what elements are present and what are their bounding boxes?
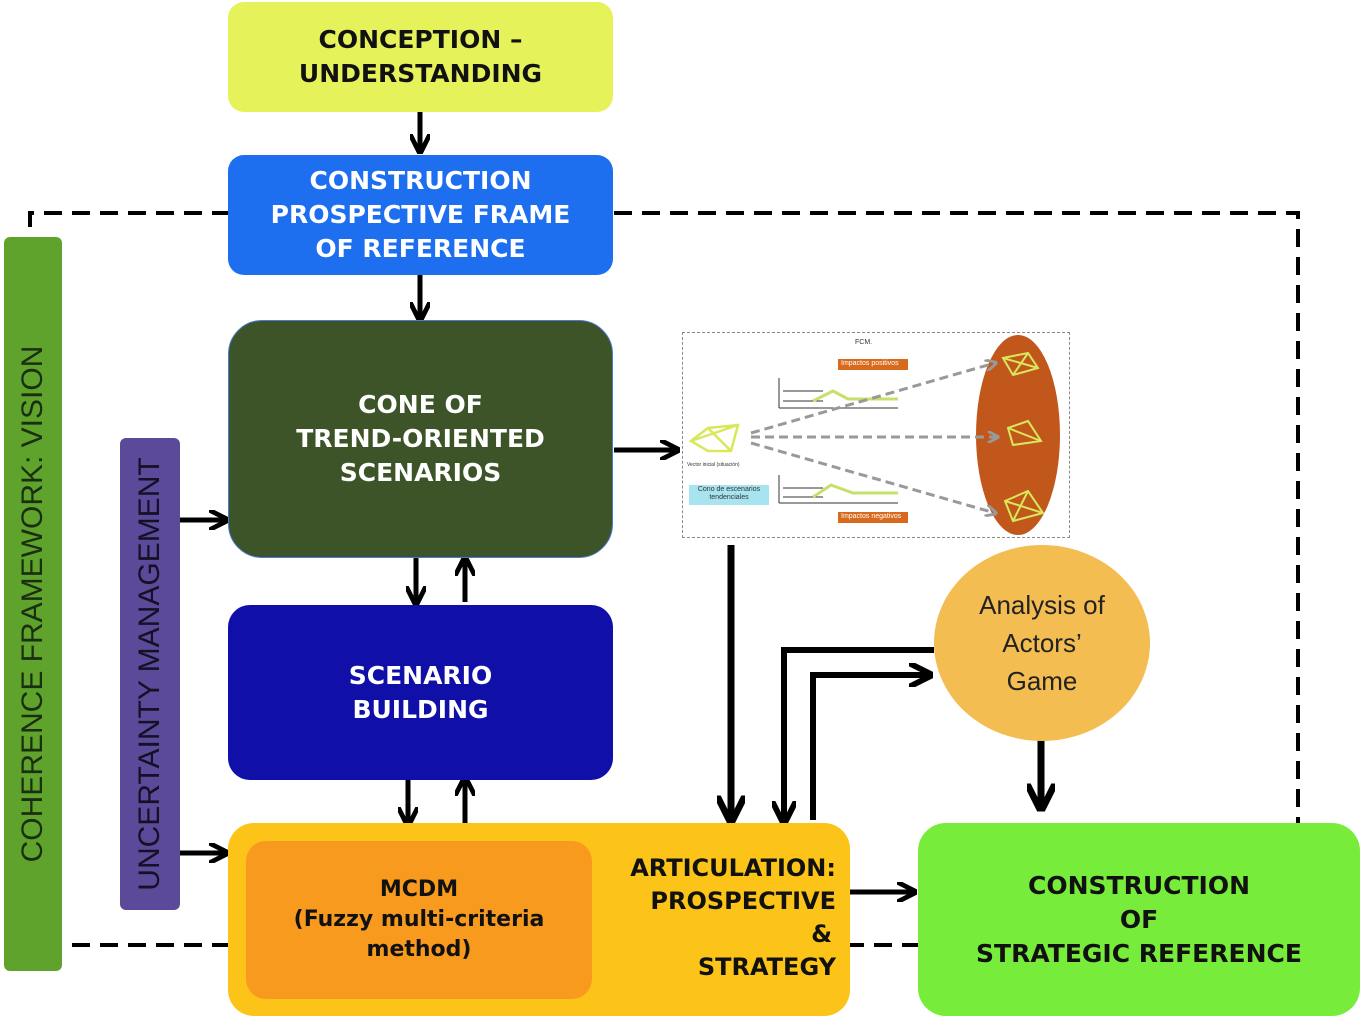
fcm-graph-middle [1006,419,1043,447]
strategic-line-2: OF [1119,904,1159,934]
fcm-inset-figure: FCM. Impactos positivos Impactos negativ… [682,332,1070,538]
upper-trend-line [812,389,898,403]
initial-fcm-graph [688,423,740,453]
strategic-line-3: STRATEGIC REFERENCE [976,938,1302,968]
articulation-line-3: & [811,920,832,948]
articulation-text: ARTICULATION: PROSPECTIVE & STRATEGY [612,848,842,988]
fcm-graph-bottom [1003,489,1045,523]
mcdm-box: MCDM (Fuzzy multi-criteria method) [246,841,592,999]
scenario-ellipse [976,335,1060,535]
inset-arrow-top [750,363,995,435]
cone-scenarios-label: Cono de escenarios tendenciales [697,486,761,501]
cone-line-3: SCENARIOS [339,458,502,487]
actors-game-circle: Analysis of Actors’ Game [934,545,1150,741]
conception-line-2: UNDERSTANDING [298,59,543,88]
inset-arrow-bottom [750,441,995,513]
lower-mini-plot [778,475,898,504]
cone-line-1: CONE OF [358,390,483,419]
construction-prospective-frame-box: CONSTRUCTION PROSPECTIVE FRAME OF REFERE… [228,155,613,275]
arrow-actors-to-articulation [784,647,934,820]
articulation-line-1: ARTICULATION: [630,854,836,882]
strategic-line-1: CONSTRUCTION [1027,870,1250,900]
negative-impacts-label: Impactos negativos [841,513,902,520]
positive-impacts-tag [838,359,908,370]
coherence-framework-bar [4,237,62,971]
mcdm-line-1: MCDM [379,877,459,902]
cone-label-tag [689,485,769,505]
actors-line-1: Analysis of [979,590,1105,620]
inset-title: FCM. [855,339,873,346]
uncertainty-management-bar [120,438,180,910]
cone-trend-scenarios-box: CONE OF TREND-ORIENTED SCENARIOS [228,320,613,558]
arrow-articulation-to-actors [810,675,928,820]
positive-impacts-label: Impactos positivos [841,360,899,367]
lower-trend-line [812,483,898,499]
uncertainty-management-label: UNCERTAINTY MANAGEMENT [133,457,166,891]
fcm-inset-drawing [688,335,1060,535]
conception-understanding-box: CONCEPTION – UNDERSTANDING [228,2,613,112]
frame-line-2: PROSPECTIVE FRAME [270,200,571,229]
initial-vector-caption: Vector inicial (situación) [687,462,740,468]
fcm-graph-top [1001,351,1040,377]
articulation-line-2: PROSPECTIVE [650,887,836,915]
feedback-dashed-loop [28,211,1300,947]
frame-line-3: OF REFERENCE [315,234,526,263]
articulation-line-4: STRATEGY [697,953,836,981]
strategic-reference-box: CONSTRUCTION OF STRATEGIC REFERENCE [918,823,1360,1016]
cone-line-2: TREND-ORIENTED [296,424,545,453]
scenario-building-box: SCENARIO BUILDING [228,605,613,780]
actors-line-3: Game [1006,666,1078,696]
mcdm-line-2: (Fuzzy multi-criteria method) [293,907,545,962]
building-line-1: SCENARIO [348,660,493,690]
negative-impacts-tag [838,512,908,523]
conception-line-1: CONCEPTION – [318,25,523,54]
building-line-2: BUILDING [352,694,489,724]
actors-line-2: Actors’ [1002,628,1082,658]
frame-line-1: CONSTRUCTION [309,166,532,195]
coherence-framework-label: COHERENCE FRAMEWORK: VISION [16,345,49,863]
